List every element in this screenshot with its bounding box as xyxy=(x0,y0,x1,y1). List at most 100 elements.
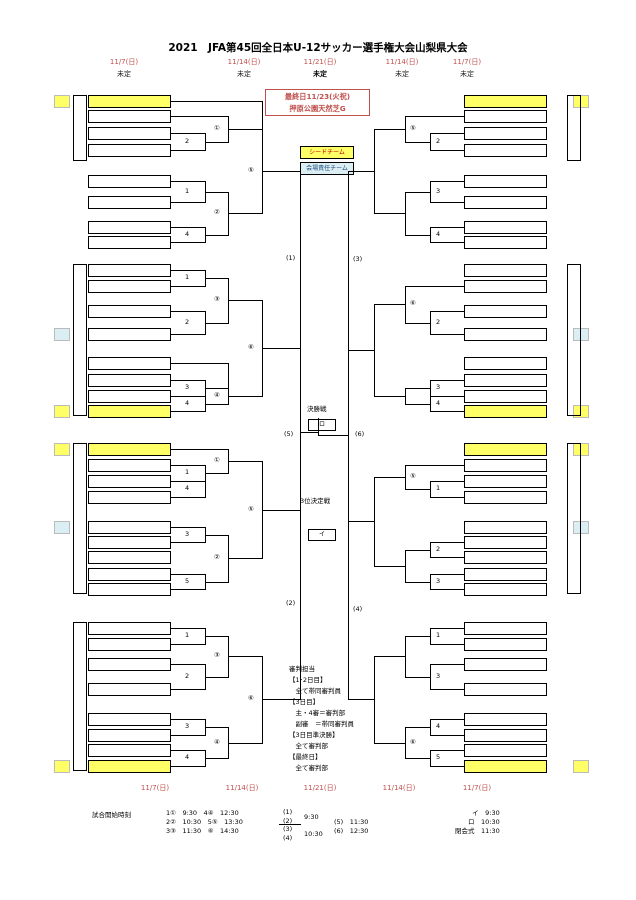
bracket-line xyxy=(171,202,205,203)
bracket-line xyxy=(430,334,464,335)
footer-date-5: 11/7(日) xyxy=(462,784,492,792)
bracket-line xyxy=(430,719,464,720)
bracket-line xyxy=(405,549,406,583)
bracket-line xyxy=(374,565,405,567)
match-label: ④ xyxy=(214,737,220,746)
bracket-line xyxy=(171,396,205,397)
bracket-line xyxy=(228,558,262,559)
team-left xyxy=(88,175,171,188)
header-date-2: 11/14(日) xyxy=(227,58,261,66)
team-left xyxy=(88,95,171,108)
venue-left xyxy=(73,622,87,771)
footer-date-3: 11/21(日) xyxy=(303,784,337,792)
bracket-line xyxy=(171,311,205,312)
match-label: 4 xyxy=(185,398,190,407)
team-right xyxy=(464,443,547,456)
bracket-line xyxy=(405,676,430,678)
bracket-line xyxy=(405,286,406,324)
team-right xyxy=(464,328,547,341)
team-right xyxy=(464,127,547,140)
bracket-line xyxy=(405,191,430,193)
bracket-line xyxy=(405,758,430,759)
bracket-line xyxy=(171,589,205,590)
match-label: 1 xyxy=(436,631,441,639)
bracket-line xyxy=(430,481,431,498)
bracket-line xyxy=(430,628,464,629)
bracket-line xyxy=(171,664,205,665)
schedule-final-times: イ 9:30 ロ 10:30 閉会式 11:30 xyxy=(455,809,500,836)
header-status-5: 未定 xyxy=(460,70,474,78)
match-label: 4 xyxy=(436,229,441,238)
bracket-line xyxy=(171,411,205,412)
team-left xyxy=(88,305,171,318)
team-left xyxy=(88,196,171,209)
schedule-row: 3③ 11:30 ⑥ 14:30 xyxy=(166,827,239,835)
match-label: (4) xyxy=(353,605,363,614)
bracket-line xyxy=(171,181,205,182)
match-label: ⑥ xyxy=(248,694,254,703)
team-left xyxy=(88,280,171,293)
bracket-line xyxy=(430,380,464,381)
match-label: 2 xyxy=(436,136,441,145)
bracket-line xyxy=(171,380,205,381)
schedule-label: 試合開始時刻 xyxy=(92,811,131,819)
referee-line: 【1･2日目】 xyxy=(289,676,327,684)
bracket-line xyxy=(430,574,431,590)
bracket-line xyxy=(171,497,205,498)
bracket-line xyxy=(405,191,406,236)
schedule-row: 1① 9:30 4④ 12:30 xyxy=(166,809,239,817)
bracket-line xyxy=(430,735,464,736)
bracket-line xyxy=(171,527,205,528)
match-label: ② xyxy=(214,553,220,561)
bracket-line xyxy=(405,727,430,728)
team-right xyxy=(464,357,547,370)
bracket-line xyxy=(430,150,464,151)
bracket-line xyxy=(430,411,464,412)
team-left xyxy=(88,551,171,564)
match-label: 3 xyxy=(185,722,190,730)
team-right xyxy=(464,475,547,488)
bracket-line xyxy=(430,557,464,558)
bracket-line xyxy=(405,388,406,405)
match-label: ③ xyxy=(214,295,220,304)
bracket-line xyxy=(430,750,464,751)
bracket-line xyxy=(405,286,464,287)
bracket-line xyxy=(430,181,431,203)
bracket-line xyxy=(430,644,464,645)
match-label: 1 xyxy=(185,273,190,281)
team-right xyxy=(464,536,547,549)
team-left xyxy=(88,443,171,456)
bracket-line xyxy=(171,242,205,243)
bracket-line xyxy=(205,581,228,583)
bracket-line xyxy=(430,766,464,767)
bracket-line xyxy=(228,363,229,389)
schedule-sf-times: (5) 11:30 (6) 12:30 xyxy=(334,818,368,836)
bracket-line xyxy=(171,133,205,134)
bracket-line xyxy=(430,227,464,228)
schedule-sf: (5) 11:30 xyxy=(334,818,369,826)
match-label: 1 xyxy=(185,468,190,476)
team-right xyxy=(464,305,547,318)
bracket-line xyxy=(405,116,406,143)
schedule-qf: (4) xyxy=(283,833,293,842)
bracket-line xyxy=(374,395,405,397)
header-status-4: 未定 xyxy=(395,70,409,78)
team-right xyxy=(464,638,547,651)
bracket-line xyxy=(405,636,406,678)
team-number xyxy=(54,405,70,418)
bracket-line xyxy=(171,574,205,575)
team-right xyxy=(464,521,547,534)
match-label: 5 xyxy=(185,576,190,585)
match-label: 3 xyxy=(185,529,190,538)
final-info-date: 最終日11/23(火祝) xyxy=(284,92,351,101)
venue-left xyxy=(73,264,87,416)
bracket-line xyxy=(205,278,228,279)
final-info-venue: 押原公園天然芝G xyxy=(289,104,346,113)
team-right xyxy=(464,729,547,742)
team-left xyxy=(88,491,171,504)
team-left xyxy=(88,638,171,651)
bracket-line xyxy=(430,133,464,134)
bracket-line xyxy=(430,574,464,575)
venue-right xyxy=(567,264,581,416)
schedule-final: ロ 10:30 xyxy=(468,818,500,826)
